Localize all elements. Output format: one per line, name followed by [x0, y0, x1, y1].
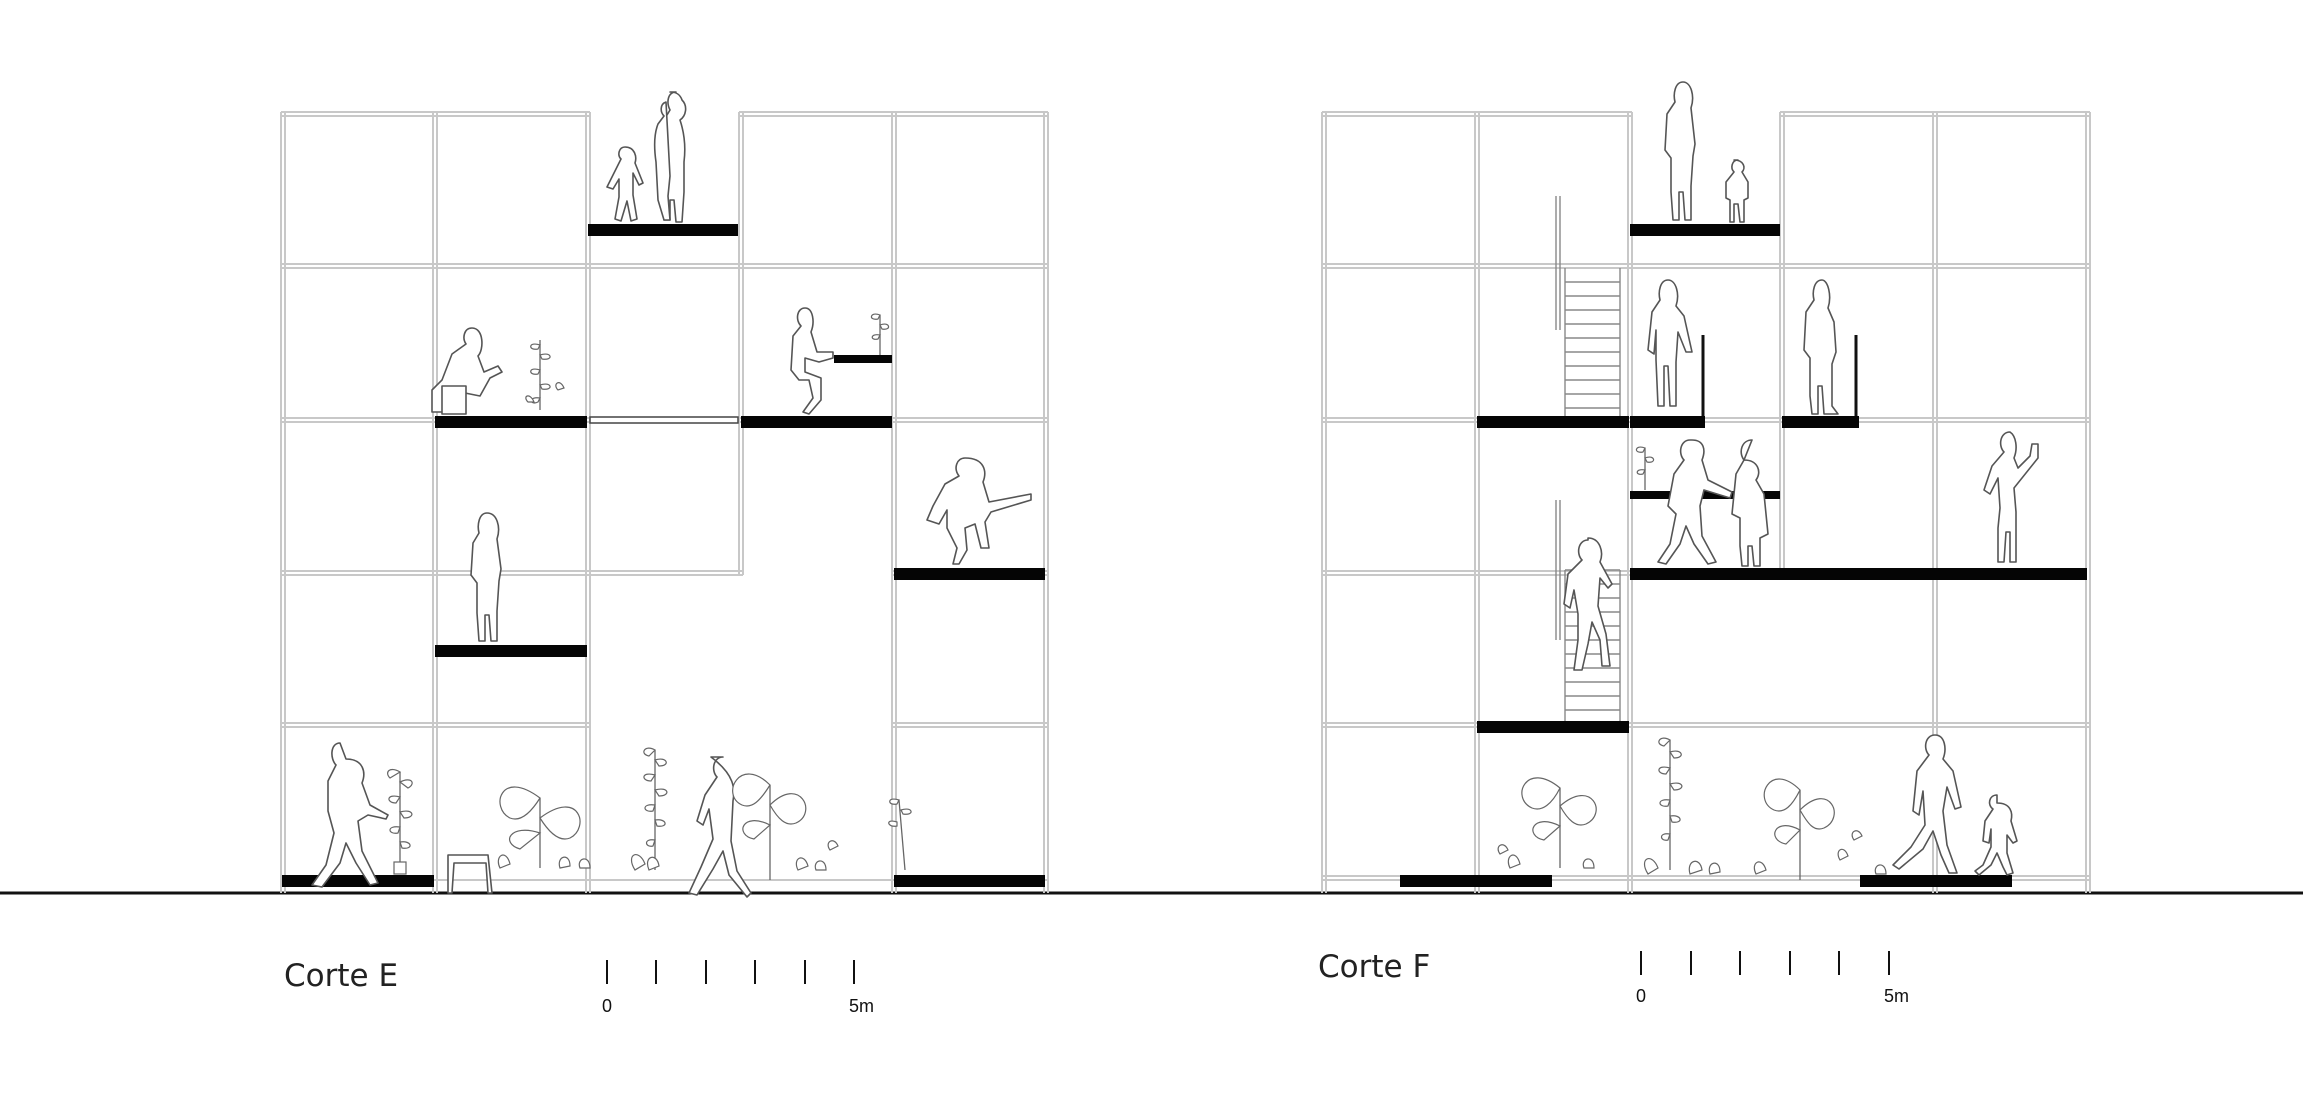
scale-start-label: 0 [602, 996, 612, 1016]
standing-person-figure [1647, 279, 1693, 407]
plant [1497, 777, 1597, 869]
gesturing-person-figure [1983, 431, 2039, 563]
person-figure [653, 91, 687, 223]
plant [1635, 446, 1655, 490]
descending-person-figure [1563, 537, 1613, 671]
scale-end-label: 5m [1884, 986, 1909, 1006]
walking-person-figure [311, 742, 389, 888]
slab [435, 416, 587, 428]
slab [588, 224, 738, 236]
slab [1630, 224, 1780, 236]
section-f-title: Corte F [1318, 949, 1430, 985]
scale-bar: 0 5m [602, 960, 874, 1016]
scale-end-label: 5m [849, 996, 874, 1016]
slab [834, 355, 892, 363]
scale-start-label: 0 [1636, 986, 1646, 1006]
slab [1860, 875, 2012, 887]
slab [1630, 568, 2087, 580]
section-e-grid [280, 111, 1049, 893]
slab [1782, 416, 1859, 428]
plant [1753, 778, 1887, 880]
walking-person-figure [1892, 734, 1962, 874]
walking-person-figure [688, 756, 752, 898]
standing-person-figure [1664, 81, 1696, 221]
slab [282, 875, 434, 887]
child-figure [1725, 159, 1749, 223]
seated-person-figure [790, 307, 834, 415]
section-e-label-group: Corte E 0 5m [284, 958, 874, 1016]
plant [630, 747, 668, 871]
section-f-railings [1701, 335, 1858, 425]
plant [497, 786, 591, 869]
slab [1400, 875, 1552, 887]
standing-person-figure [1803, 279, 1839, 415]
section-f [1321, 81, 2091, 893]
slab [1630, 416, 1705, 428]
scale-bar: 0 5m [1636, 951, 1909, 1006]
section-f-slabs [1400, 224, 2087, 887]
section-f-grid [1321, 111, 2091, 893]
standing-person-figure [1731, 439, 1769, 567]
plant [888, 798, 912, 871]
slab [435, 645, 587, 657]
slab [1477, 721, 1629, 733]
slab-bridge [589, 416, 739, 424]
plant [870, 313, 890, 355]
plant [1643, 737, 1721, 875]
plant [387, 768, 413, 875]
child-figure [606, 146, 644, 222]
seated-person-figure [431, 327, 503, 415]
guitarist-figure [926, 457, 1032, 565]
walking-person-figure [1657, 439, 1733, 565]
plant [525, 340, 565, 410]
standing-person-figure [470, 512, 502, 642]
section-e [280, 91, 1049, 898]
slab [1477, 416, 1629, 428]
slab [1630, 491, 1780, 499]
slab [894, 568, 1045, 580]
slab [741, 416, 892, 428]
slab [894, 875, 1045, 887]
stool [447, 854, 493, 894]
section-e-title: Corte E [284, 958, 398, 994]
section-f-label-group: Corte F 0 5m [1318, 949, 1909, 1006]
plant [732, 773, 839, 880]
section-e-slabs [282, 224, 1045, 887]
child-figure [1974, 794, 2018, 876]
